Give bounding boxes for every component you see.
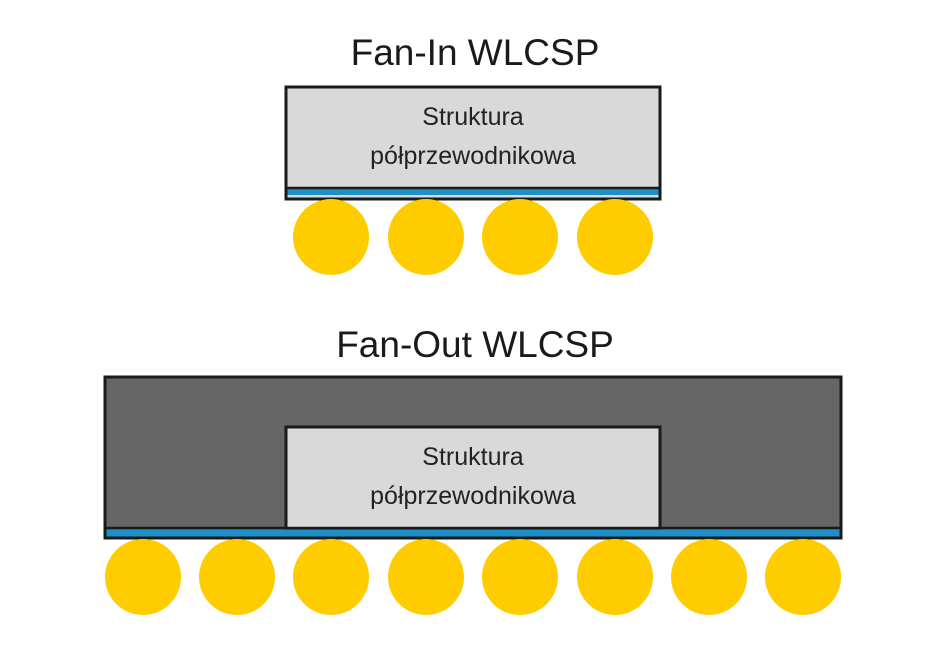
fan-out-solder-ball (293, 539, 369, 615)
fan-out-die-label: Struktura półprzewodnikowa (287, 430, 659, 524)
fan-in-solder-ball (388, 199, 464, 275)
fan-out-title: Fan-Out WLCSP (336, 324, 614, 365)
fan-in-die (284, 85, 662, 201)
fan-in-die-label-line1: Struktura (422, 103, 524, 132)
fan-in-solder-ball (577, 199, 653, 275)
fan-out-redistribution-layer (106, 529, 840, 537)
fan-out-die (284, 425, 662, 531)
fan-in-solder-balls (293, 199, 653, 275)
fan-out-solder-balls (105, 539, 841, 615)
fan-out-solder-ball (671, 539, 747, 615)
fan-out-die-label-line2: półprzewodnikowa (370, 482, 576, 510)
fan-in-solder-ball (293, 199, 369, 275)
fan-out-package (103, 375, 843, 615)
fan-out-solder-ball (765, 539, 841, 615)
fan-out-die-label-line1: Struktura (422, 443, 524, 472)
fan-in-die-label-line2: półprzewodnikowa (370, 142, 576, 170)
fan-out-solder-ball (199, 539, 275, 615)
fan-out-solder-ball (388, 539, 464, 615)
fan-in-solder-ball (482, 199, 558, 275)
fan-out-solder-ball (482, 539, 558, 615)
fan-in-title: Fan-In WLCSP (350, 32, 600, 73)
fan-in-package (284, 85, 662, 275)
fan-in-die-label: Struktura półprzewodnikowa (287, 90, 659, 184)
fan-in-redistribution-layer (287, 188, 659, 195)
fan-out-solder-ball (105, 539, 181, 615)
fan-out-solder-ball (577, 539, 653, 615)
